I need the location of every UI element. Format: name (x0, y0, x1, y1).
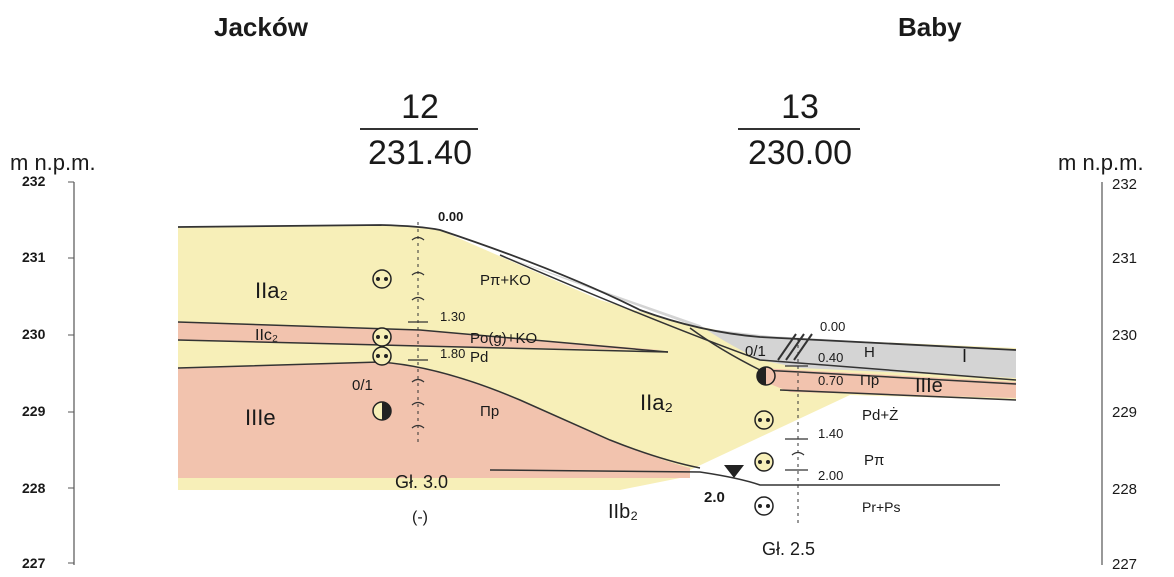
soil-symbol-12-a (372, 269, 392, 289)
unit-label-6: IIIe (915, 375, 943, 397)
borehole-13-depth: Gł. 2.5 (762, 539, 815, 559)
depth-13-4: 2.00 (818, 468, 843, 483)
soil-label-13-2: Pd+Ż (862, 406, 898, 424)
soil-symbol-13-c (754, 452, 774, 472)
soil-label-13-1: Πp (860, 372, 879, 389)
borehole-12-depth: Gł. 3.0 (395, 472, 448, 492)
borehole-12-water-note: (-) (412, 509, 428, 526)
soil-symbol-12-b (372, 327, 392, 347)
left-tick-229: 229 (22, 403, 46, 419)
borehole-13-number: 13 (781, 88, 819, 126)
unit-label-4: IIb₂ (608, 501, 638, 523)
left-tick-230: 230 (22, 326, 46, 342)
right-tick-227: 227 (1112, 556, 1138, 573)
unit-label-5: I (962, 346, 967, 366)
unit-label-3: IIa₂ (640, 390, 673, 415)
borehole-13-elevation: 230.00 (748, 134, 852, 172)
depth-13-0: 0.00 (820, 319, 845, 334)
layer-IIIe-left-fill (178, 362, 690, 478)
depth-13-1: 0.40 (818, 350, 843, 365)
soil-label-13-3: Pπ (864, 452, 884, 469)
right-axis-unit: m n.p.m. (1058, 150, 1144, 175)
soil-symbol-12-c (372, 346, 392, 366)
soil-label-12-1: Po(g)+KO (470, 330, 537, 347)
soil-symbol-13-b (754, 410, 774, 430)
layer-IIc2-fill (178, 322, 660, 350)
borehole-12-number: 12 (401, 88, 439, 126)
soil-label-12-2: Pd (470, 349, 488, 366)
unit-label-1: IIc₂ (255, 327, 278, 344)
borehole-13-fraction-bar (738, 128, 860, 130)
right-tick-232: 232 (1112, 176, 1138, 193)
hatch-symbol (777, 333, 813, 361)
unit-label-2: IIIe (245, 405, 276, 430)
soil-label-13-4: Pr+Ps (862, 499, 901, 515)
left-tick-231: 231 (22, 249, 46, 265)
ground-surface-line (177, 224, 1017, 351)
depth-12-2: 1.80 (440, 346, 465, 361)
right-tick-230: 230 (1112, 327, 1138, 344)
soil-label-12-0: Pπ+KO (480, 272, 531, 289)
layer-I-fill (500, 255, 1016, 378)
location-left: Jacków (214, 12, 308, 42)
depth-13-3: 1.40 (818, 426, 843, 441)
soil-symbol-13-d (754, 496, 774, 516)
depth-12-0: 0.00 (438, 209, 463, 224)
borehole-12-elevation: 231.40 (368, 134, 472, 172)
right-tick-229: 229 (1112, 404, 1138, 421)
left-tick-228: 228 (22, 480, 46, 496)
left-axis-unit: m n.p.m. (10, 150, 96, 175)
contact-label-1: 0/1 (745, 343, 766, 360)
right-tick-228: 228 (1112, 481, 1138, 498)
water-table-label: 2.0 (704, 489, 725, 506)
soil-label-12-3: Πp (480, 403, 499, 420)
layer-IIIe-right-fill (760, 368, 1016, 398)
contact-label-0: 0/1 (352, 377, 373, 394)
right-tick-231: 231 (1112, 250, 1138, 267)
depth-12-1: 1.30 (440, 309, 465, 324)
soil-label-13-0: H (864, 344, 875, 361)
left-tick-232: 232 (22, 173, 46, 189)
location-right: Baby (898, 12, 962, 42)
water-table-icon (724, 465, 744, 478)
left-tick-227: 227 (22, 555, 46, 571)
unit-label-0: IIa₂ (255, 278, 288, 303)
borehole-12-fraction-bar (360, 128, 478, 130)
depth-13-2: 0.70 (818, 373, 843, 388)
